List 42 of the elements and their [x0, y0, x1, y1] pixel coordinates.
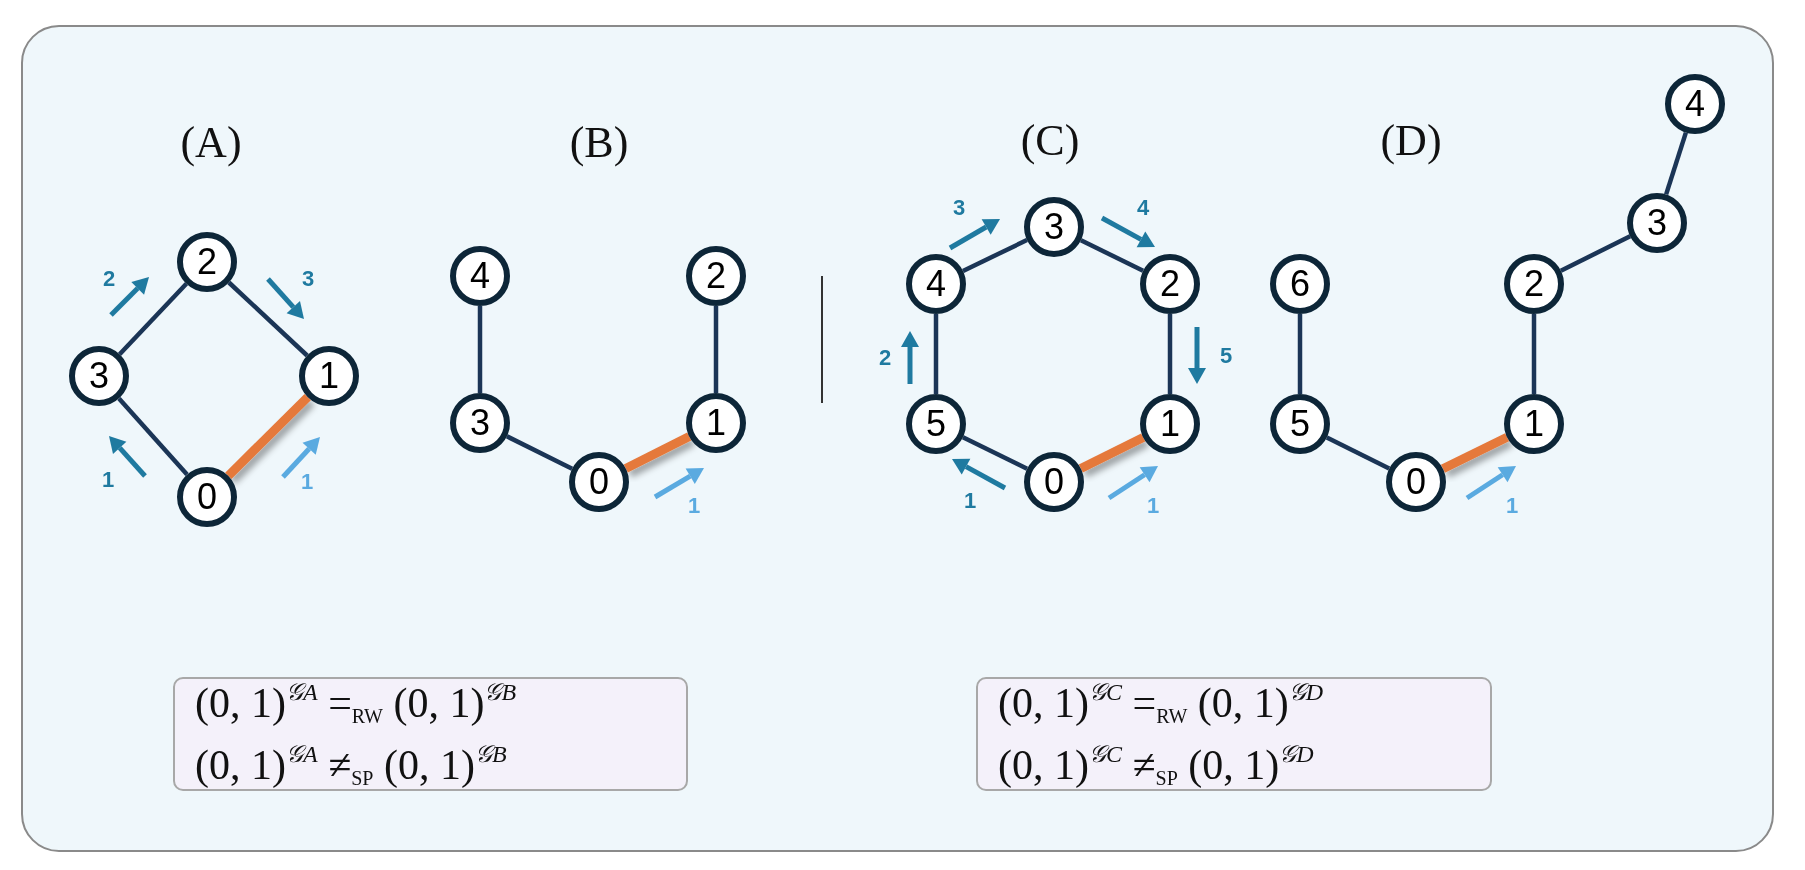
formula: (0, 1)$^{𝒢C}$ =$_{RW}$ (0, 1)$^{𝒢D}$ [998, 679, 1325, 727]
formula-box [976, 677, 1492, 791]
graph-edge [117, 396, 189, 477]
formula: (0, 1)$^{𝒢A}$ ≠$_{SP}$ (0, 1)$^{𝒢B}$ [195, 741, 508, 789]
panel-title: (A) [180, 116, 242, 168]
step-number: 1 [963, 488, 977, 514]
formula: (0, 1)$^{𝒢C}$ ≠$_{SP}$ (0, 1)$^{𝒢D}$ [998, 741, 1315, 789]
graph-edge [1440, 433, 1510, 473]
step-number: 2 [878, 345, 892, 371]
graph-edge [118, 282, 188, 356]
graph-edge [477, 306, 483, 393]
graph-edge [1664, 131, 1688, 196]
step-number: 4 [1136, 195, 1150, 221]
graph-edge [933, 314, 939, 394]
graph-edge [505, 434, 574, 471]
graph-edge [1531, 314, 1537, 394]
graph-edge [1078, 433, 1146, 473]
step-number: 1 [1505, 493, 1519, 519]
step-number: 1 [300, 469, 314, 495]
step-number: 2 [102, 266, 116, 292]
graph-edge [1297, 314, 1303, 394]
step-number: 5 [1219, 343, 1233, 369]
step-number: 3 [952, 195, 966, 221]
graph-edge [961, 435, 1029, 471]
panel-title: (D) [1380, 114, 1442, 166]
step-number: 1 [1146, 493, 1160, 519]
step-number: 1 [687, 493, 701, 519]
graph-edge [227, 280, 309, 358]
graph-edge [1167, 314, 1173, 394]
graph-edge [1079, 238, 1145, 273]
graph-edge [962, 238, 1028, 273]
graph-edge [623, 432, 692, 473]
step-number: 1 [101, 467, 115, 493]
panel-title: (C) [1020, 114, 1080, 166]
formula: (0, 1)$^{𝒢A}$ =$_{RW}$ (0, 1)$^{𝒢B}$ [195, 679, 518, 727]
graph-edge [225, 393, 311, 480]
step-number: 3 [301, 266, 315, 292]
graph-edge [1325, 435, 1391, 471]
panel-title: (B) [569, 116, 629, 168]
graph-edge [713, 306, 719, 393]
graph-edge [1559, 234, 1632, 273]
formula-box [173, 677, 688, 791]
